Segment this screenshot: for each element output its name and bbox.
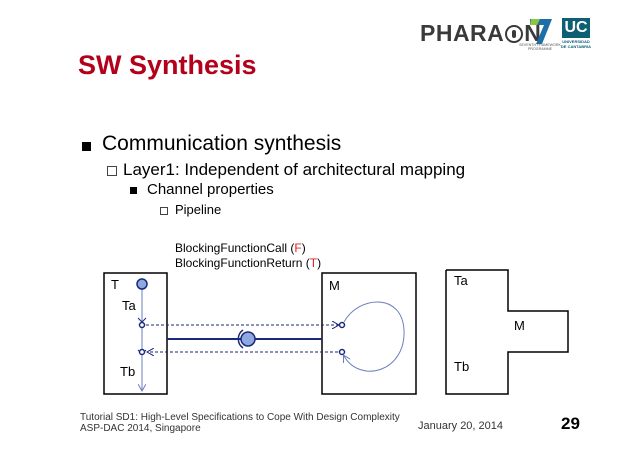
uc-logo-caption: UNIVERSIDAD DE CANTABRIA <box>560 39 592 49</box>
bullet-channel-properties: Channel properties <box>147 181 274 198</box>
blocking-call-line: BlockingFunctionCall (F) <box>175 241 306 255</box>
footer-tutorial: Tutorial SD1: High-Level Specifications … <box>80 412 400 423</box>
mapping-m-label: M <box>514 318 525 333</box>
page-title: SW Synthesis <box>78 50 257 80</box>
pharaon-logo-o-icon <box>505 25 524 43</box>
mapping-ta-label: Ta <box>454 273 468 288</box>
thread-start-dot <box>136 278 148 290</box>
module-port-a <box>338 321 346 329</box>
module-box <box>321 272 417 395</box>
task-box <box>103 272 168 395</box>
seven-logo-caption: SEVENTH FRAMEWORK PROGRAMME <box>519 43 561 51</box>
page-number: 29 <box>561 414 580 433</box>
thread-a-label: Ta <box>122 298 136 313</box>
mapping-tb-label: Tb <box>454 359 470 374</box>
bullet-communication-synthesis: Communication synthesis <box>102 132 342 155</box>
footer-date: January 20, 2014 <box>418 420 504 432</box>
footer-conference: ASP-DAC 2014, Singapore <box>80 423 201 434</box>
module-label: M <box>329 278 340 293</box>
channel-interface-dot <box>240 331 256 347</box>
seven-logo <box>530 19 552 44</box>
task-port-a <box>138 321 146 329</box>
module-loop <box>344 301 405 372</box>
bullet-layer1: Layer1: Independent of architectural map… <box>123 160 466 179</box>
bullet-square-icon <box>82 142 91 151</box>
module-port-b <box>338 348 346 356</box>
bullet-square-icon <box>130 187 137 194</box>
thread-b-label: Tb <box>120 364 136 379</box>
blocking-return-line: BlockingFunctionReturn (T) <box>175 256 322 270</box>
task-port-b <box>138 348 146 356</box>
bullet-hollow-square-icon <box>107 166 117 176</box>
return-value: T <box>309 256 318 270</box>
bullet-hollow-square-icon <box>160 207 168 215</box>
uc-logo: UC <box>562 18 590 38</box>
channel-socket <box>237 329 244 349</box>
task-label: T <box>111 277 119 292</box>
mapping-outline <box>445 269 569 395</box>
call-value: F <box>294 241 302 255</box>
bullet-pipeline: Pipeline <box>175 202 222 217</box>
